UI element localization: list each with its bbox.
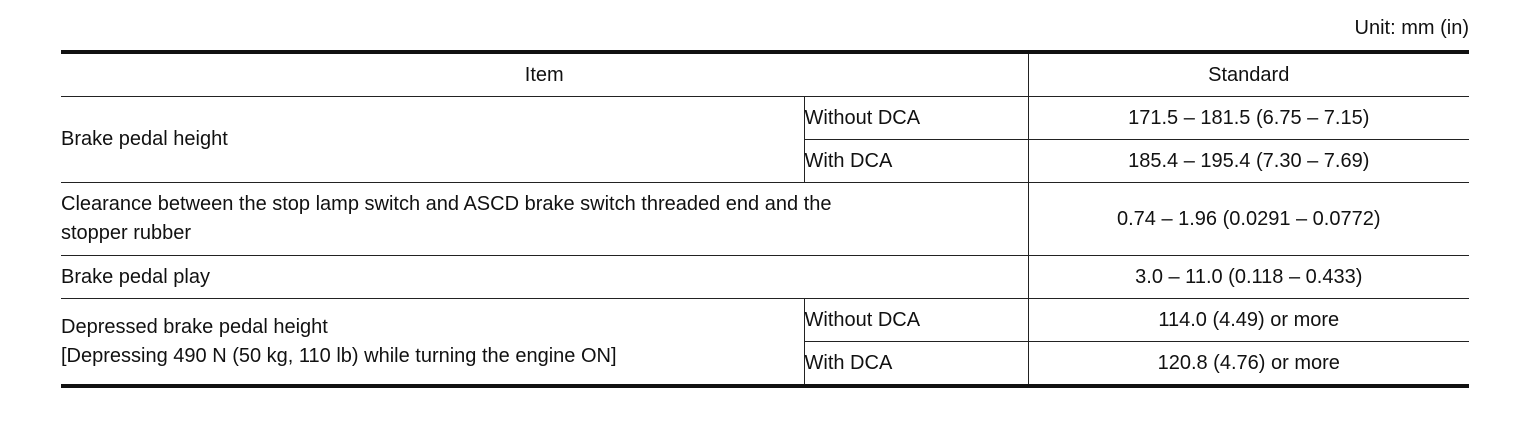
unit-label: Unit: mm (in) — [1354, 17, 1469, 39]
item-clearance-line-1: Clearance between the stop lamp switch a… — [61, 193, 832, 215]
specification-table: Item Standard Brake pedal height Without… — [61, 50, 1469, 388]
value-brake-pedal-play: 3.0 – 11.0 (0.118 – 0.433) — [1028, 255, 1469, 299]
item-depressed-line-1: Depressed brake pedal height — [61, 315, 328, 338]
table-row: Depressed brake pedal height [Depressing… — [61, 298, 1469, 387]
table-row: With DCA 120.8 (4.76) or more — [61, 341, 1469, 387]
condition-with-dca: With DCA — [804, 139, 1029, 183]
value-depressed-with-dca: 120.8 (4.76) or more — [1028, 341, 1469, 387]
header-standard: Standard — [1028, 52, 1469, 97]
value-pedal-height-without-dca: 171.5 – 181.5 (6.75 – 7.15) — [1028, 96, 1469, 140]
value-clearance: 0.74 – 1.96 (0.0291 – 0.0772) — [1028, 182, 1469, 256]
condition-without-dca: Without DCA — [804, 298, 1029, 342]
header-item: Item — [61, 52, 1029, 97]
condition-without-dca: Without DCA — [804, 96, 1029, 140]
table-row: With DCA 185.4 – 195.4 (7.30 – 7.69) — [61, 139, 1469, 183]
item-clearance: Clearance between the stop lamp switch a… — [61, 182, 1029, 256]
item-brake-pedal-height: Brake pedal height — [61, 96, 805, 183]
table-row: Brake pedal play 3.0 – 11.0 (0.118 – 0.4… — [61, 255, 1469, 299]
item-brake-pedal-play: Brake pedal play — [61, 255, 1029, 299]
item-depressed-line-2: [Depressing 490 N (50 kg, 110 lb) while … — [61, 344, 617, 367]
condition-with-dca: With DCA — [804, 341, 1029, 387]
table-row: Brake pedal height Without DCA 171.5 – 1… — [61, 96, 1469, 183]
table-row: Clearance between the stop lamp switch a… — [61, 182, 1469, 256]
item-clearance-line-2: stopper rubber — [61, 222, 192, 244]
value-pedal-height-with-dca: 185.4 – 195.4 (7.30 – 7.69) — [1028, 139, 1469, 183]
item-depressed-pedal-height: Depressed brake pedal height [Depressing… — [61, 298, 805, 387]
value-depressed-without-dca: 114.0 (4.49) or more — [1028, 298, 1469, 342]
table-header-row: Item Standard — [61, 52, 1469, 97]
